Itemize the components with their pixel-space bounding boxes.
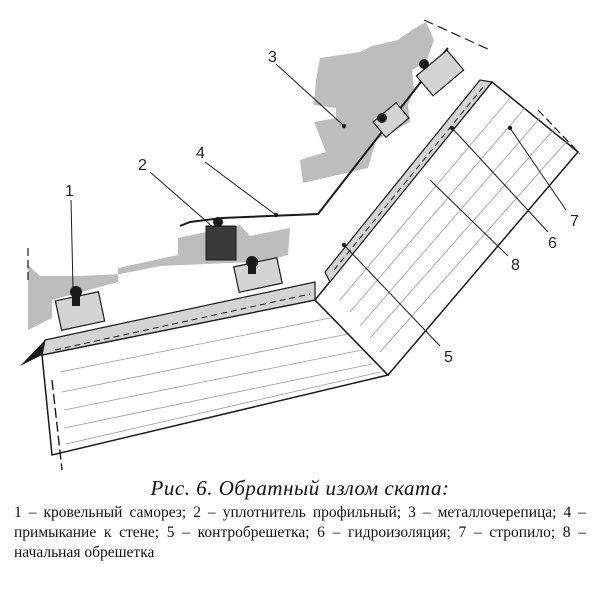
right-top-dash xyxy=(423,19,491,51)
profile-seal xyxy=(205,225,237,261)
roofing-screws xyxy=(70,59,429,306)
callout-4: 4 xyxy=(196,145,205,162)
callout-6: 6 xyxy=(548,235,557,252)
callout-3: 3 xyxy=(268,49,277,66)
right-batten-1 xyxy=(415,49,465,97)
callout-1: 1 xyxy=(65,183,74,200)
left-end-tip xyxy=(20,340,45,366)
left-rafter-grain xyxy=(59,317,381,445)
right-metal-tile xyxy=(300,22,434,183)
figure-caption-title: Рис. 6. Обратный излом ската: xyxy=(150,476,450,500)
callout-7: 7 xyxy=(570,213,579,230)
left-batten-2 xyxy=(233,256,283,294)
right-batten-2 xyxy=(372,101,410,139)
callout-2: 2 xyxy=(138,157,147,174)
roof-break-diagram: 1 2 3 4 5 6 7 8 xyxy=(20,19,581,470)
callout-5: 5 xyxy=(444,349,453,366)
right-counter-batten xyxy=(324,79,494,284)
right-rafter-grain xyxy=(339,97,569,353)
leader-lines xyxy=(70,63,567,347)
left-edge-lower xyxy=(51,379,63,470)
figure-caption-legend: 1 – кровельный саморез; 2 – уплотнитель … xyxy=(14,504,586,561)
right-bottom-dash xyxy=(537,109,581,155)
left-membrane-dashes xyxy=(54,293,311,351)
callout-8: 8 xyxy=(511,257,520,274)
